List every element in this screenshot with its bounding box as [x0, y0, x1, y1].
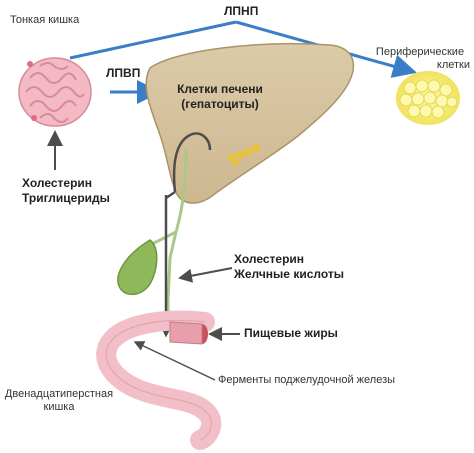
label-cholesterol-triglycerides: Холестерин Триглицериды — [22, 176, 110, 206]
label-small-intestine: Тонкая кишка — [10, 14, 80, 26]
pointer-enzymes — [133, 341, 216, 381]
label-peripheral-line2: клетки — [436, 59, 470, 71]
liver-shape — [145, 43, 355, 204]
pointer-bile — [178, 267, 233, 283]
bile-duct-branch — [151, 230, 177, 246]
label-duodenum: Двенадцатиперстная кишка — [4, 388, 114, 414]
label-chol-tg-line2: Триглицериды — [22, 191, 110, 205]
label-dietary-fats: Пищевые жиры — [244, 326, 338, 340]
label-peripheral-cells: Периферические клетки — [370, 46, 470, 72]
liver-to-duodenum-arrow — [172, 132, 212, 193]
fat-cells — [396, 71, 460, 125]
bile-nodes — [228, 144, 260, 166]
label-chol-tg-line1: Холестерин — [22, 176, 93, 190]
gallbladder — [117, 239, 158, 296]
label-pancreatic-enzymes: Ферменты поджелудочной железы — [218, 374, 396, 386]
label-peripheral-line1: Периферические — [375, 46, 465, 58]
label-chol-bile-line2: Желчные кислоты — [234, 267, 344, 281]
ldl-line-left — [69, 20, 237, 60]
bile-duct — [166, 147, 188, 322]
label-liver-cells-line2: (гепатоциты) — [181, 97, 259, 111]
label-cholesterol-bile-acids: Холестерин Желчные кислоты — [234, 252, 344, 282]
label-hdl: ЛПВП — [106, 66, 141, 80]
label-ldl: ЛПНП — [224, 4, 259, 18]
label-liver-cells-line1: Клетки печени — [177, 82, 263, 96]
small-intestine-illustration — [18, 57, 92, 127]
label-chol-bile-line1: Холестерин — [234, 252, 305, 266]
label-duodenum-line1: Двенадцатиперстная — [4, 388, 114, 400]
label-duodenum-line2: кишка — [43, 401, 75, 413]
label-liver-cells: Клетки печени (гепатоциты) — [170, 82, 270, 112]
